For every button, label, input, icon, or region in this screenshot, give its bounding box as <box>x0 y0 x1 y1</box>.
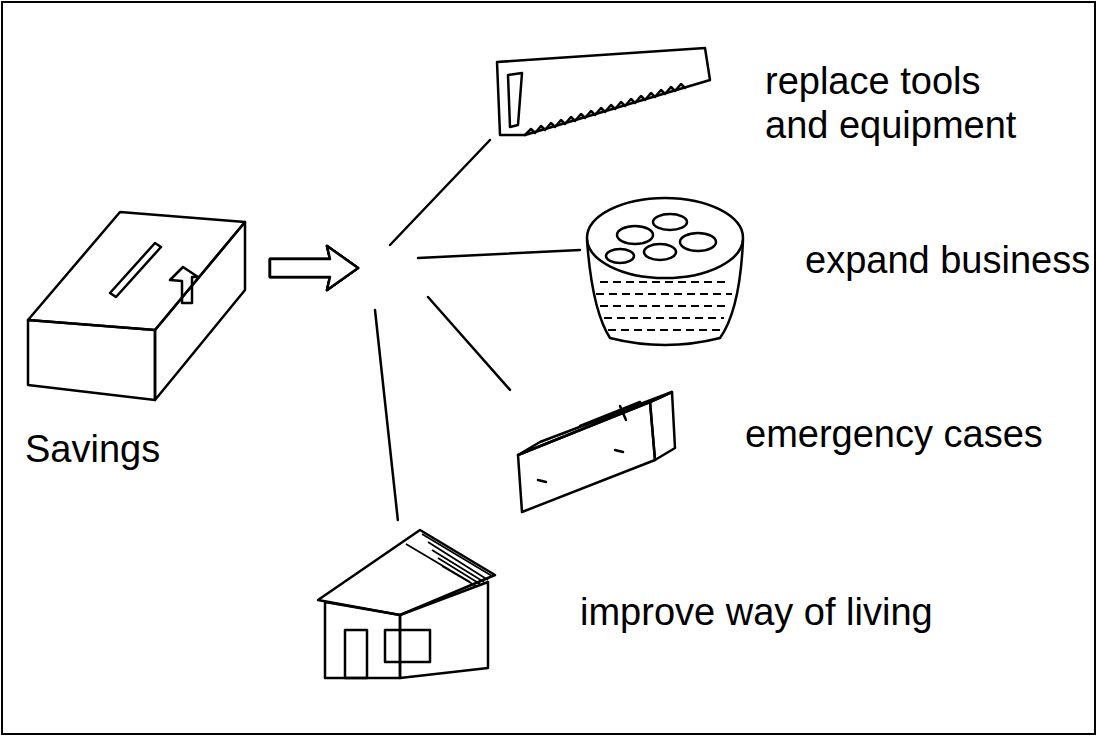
savings-node: Savings <box>20 205 270 475</box>
node-label: Savings <box>25 427 225 471</box>
emergency-node: emergency cases <box>510 380 1075 520</box>
living-node: improve way of living <box>310 520 1030 685</box>
node-label: replace tools and equipment <box>765 59 1030 147</box>
branch-connector <box>270 246 398 520</box>
node-label: emergency cases <box>745 412 1075 456</box>
node-label: expand business <box>805 238 1095 282</box>
branch-connector <box>270 140 490 290</box>
branch-connector <box>270 246 580 290</box>
tools-node: replace tools and equipment <box>490 45 1050 145</box>
node-label: improve way of living <box>580 590 1030 634</box>
branch-connector <box>270 246 510 390</box>
business-node: expand business <box>580 190 1095 350</box>
